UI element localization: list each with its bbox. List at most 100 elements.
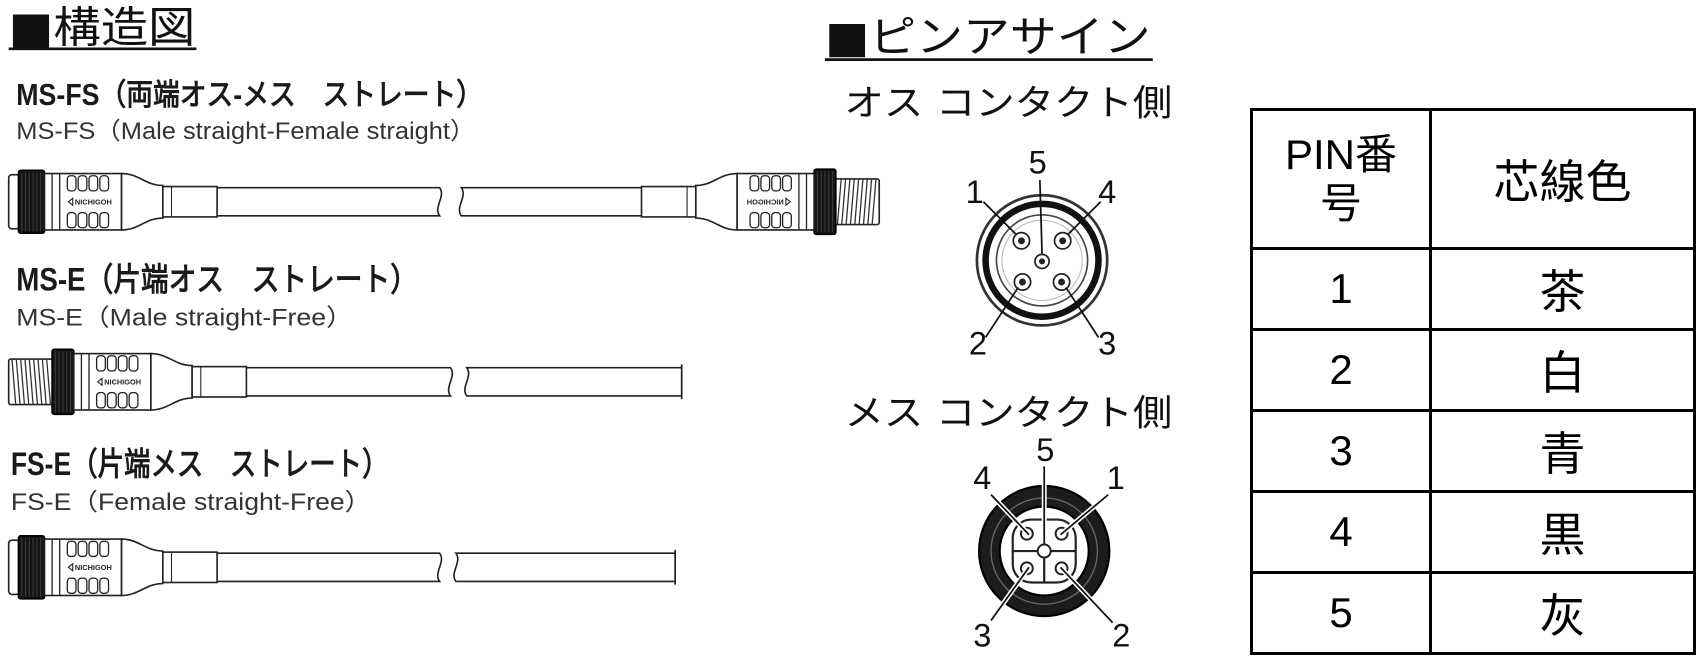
pin-assign-title: ■ピンアサイン xyxy=(825,13,1151,63)
grip-rib xyxy=(66,211,77,229)
connector-taper xyxy=(120,172,164,231)
thread-line xyxy=(41,358,47,405)
grip-rib xyxy=(95,392,106,409)
direction-triangle-icon xyxy=(67,562,74,572)
grip-rib xyxy=(88,540,99,558)
male-pin-label-upper-right: 4 xyxy=(1098,174,1116,210)
pin-1 xyxy=(1012,231,1031,250)
grip-rib xyxy=(99,175,110,192)
socket-5 xyxy=(1036,543,1052,559)
pin-number-cell: 1 xyxy=(1250,247,1432,331)
grip-rib xyxy=(781,175,792,192)
grip-rib xyxy=(117,392,128,409)
cable-segment xyxy=(240,366,454,397)
cable-title-ms-e: MS-E（片端オス ストレート） xyxy=(16,262,418,298)
grip-rib xyxy=(781,211,792,229)
grip-rib xyxy=(88,175,99,192)
grip-rib xyxy=(128,355,139,372)
grip-rib xyxy=(99,540,110,558)
grip-rib xyxy=(66,175,77,192)
brand-label: NICHIGOH xyxy=(75,198,112,207)
male-pin-label-top: 5 xyxy=(1029,145,1047,181)
thread-line xyxy=(845,178,851,225)
direction-triangle-icon xyxy=(67,197,74,207)
male-pin-label-lower-left: 2 xyxy=(969,326,987,362)
wire-color-table: PIN番号 芯線色 1 茶 2 白 3 青 4 黒 5 灰 xyxy=(1250,108,1696,655)
grip-rib xyxy=(77,175,88,192)
leader-line xyxy=(1039,180,1043,254)
grip-rib xyxy=(95,355,106,372)
cable-ms-e: NICHIGOH xyxy=(7,348,683,416)
table-row: 5 灰 xyxy=(1250,571,1696,655)
leader-line xyxy=(990,494,1030,536)
pin-3 xyxy=(1052,273,1071,292)
cable-subtitle-ms-fs: MS-FS（Male straight-Female straight） xyxy=(16,118,475,145)
grip-rib xyxy=(77,577,88,594)
structure-title: ■構造図 xyxy=(9,3,196,53)
leader-line xyxy=(990,566,1030,621)
pin-core xyxy=(1019,278,1026,286)
pin-core xyxy=(1039,258,1046,265)
pin-assign-section: ■ピンアサイン オス コンタクト側 xyxy=(825,13,1172,653)
grip-rib xyxy=(99,211,110,229)
cable-segment xyxy=(458,186,647,217)
thread-line xyxy=(46,358,52,405)
thread-line xyxy=(849,178,855,225)
cable-segment xyxy=(453,552,676,583)
female-connector: NICHIGOH xyxy=(7,169,218,235)
thread-line xyxy=(858,178,864,225)
grip-rib xyxy=(66,540,77,558)
pin-number-cell: 3 xyxy=(1250,409,1432,493)
thread-line xyxy=(15,358,21,405)
face-inner-shade xyxy=(1001,219,1083,302)
pin-core xyxy=(1058,278,1066,286)
grip-rib xyxy=(771,175,782,192)
wire-color-cell: 茶 xyxy=(1429,247,1696,331)
grip-rib xyxy=(760,175,771,192)
female-pin-label-top: 5 xyxy=(1036,432,1054,468)
thread-line xyxy=(854,178,860,225)
pin-core xyxy=(1059,237,1067,245)
grip-rib xyxy=(106,355,117,372)
cable-segment xyxy=(464,366,682,397)
thread-line xyxy=(836,178,842,225)
grip-rib xyxy=(77,211,88,229)
header-wire-color: 芯線色 xyxy=(1429,108,1696,250)
leader-line xyxy=(1059,493,1109,536)
male-contact-label: オス コンタクト側 xyxy=(844,83,1172,124)
thread-line xyxy=(33,358,39,405)
thread-line xyxy=(11,358,17,405)
grip-rib xyxy=(117,355,128,372)
pin-number-cell: 2 xyxy=(1250,328,1432,412)
table-row: 3 青 xyxy=(1250,409,1696,493)
wire-color-cell: 灰 xyxy=(1429,571,1696,655)
female-pin-label-upper-left: 4 xyxy=(973,460,991,496)
female-contact-label: メス コンタクト側 xyxy=(844,393,1172,434)
pin-4 xyxy=(1053,231,1072,250)
table-row: 4 黒 xyxy=(1250,490,1696,574)
cable-segment xyxy=(211,552,443,583)
leader-line xyxy=(1059,566,1114,624)
connector-taper xyxy=(694,172,738,231)
pin-number-cell: 5 xyxy=(1250,571,1432,655)
thread-line xyxy=(37,358,43,405)
connector-taper xyxy=(120,538,164,597)
leader-line xyxy=(1065,286,1100,338)
leader-line xyxy=(982,201,1017,235)
grip-rib xyxy=(88,211,99,229)
thread-line xyxy=(867,178,873,225)
header-pin-number: PIN番号 xyxy=(1250,108,1432,250)
thread-line xyxy=(19,358,26,405)
table-row: 2 白 xyxy=(1250,328,1696,412)
leader-line xyxy=(1067,201,1102,235)
grip-rib xyxy=(66,577,77,594)
grip-rib xyxy=(760,211,771,229)
cable-fs-e: NICHIGOH xyxy=(7,535,677,600)
male-pin-label-lower-right: 3 xyxy=(1098,326,1116,362)
grip-rib xyxy=(128,392,139,409)
cable-segment xyxy=(211,186,443,217)
thread-line xyxy=(862,178,868,225)
